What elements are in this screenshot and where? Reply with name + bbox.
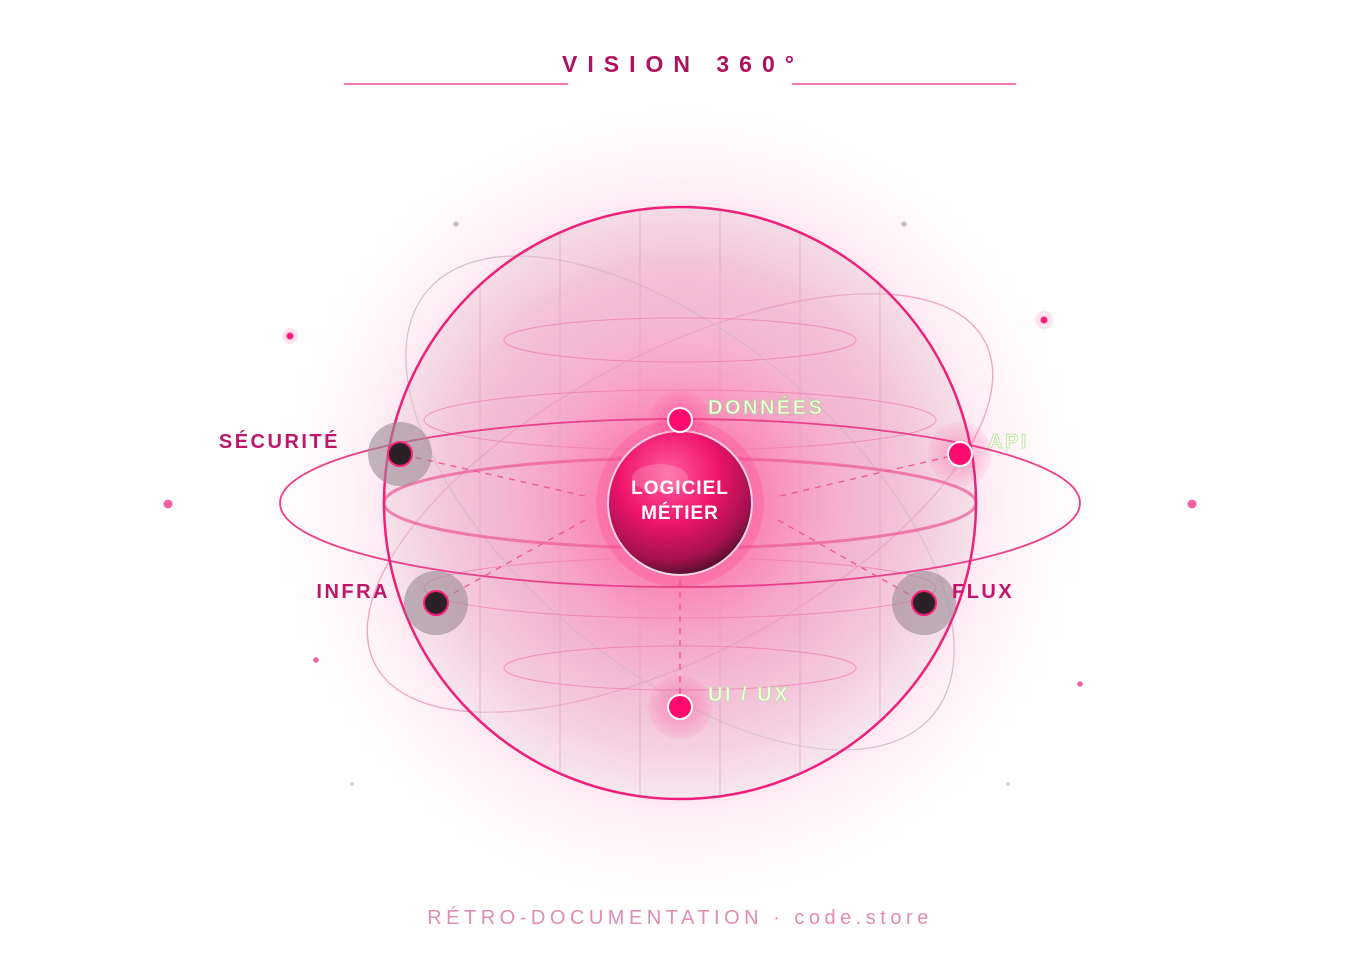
node-label-donnees: DONNÉES	[708, 396, 824, 419]
core-label-line1: LOGICIEL	[631, 478, 729, 499]
sphere-outline	[382, 205, 978, 801]
node-label-uiux: UI / UX	[708, 684, 790, 706]
node-uiux[interactable]: UI / UX	[648, 675, 790, 739]
footer-credit: RÉTRO-DOCUMENTATION · code.store	[427, 906, 933, 929]
connector-infra	[435, 519, 586, 604]
node-label-api: API	[988, 431, 1029, 453]
node-dot[interactable]	[387, 441, 413, 467]
node-dot[interactable]	[667, 694, 693, 720]
decorative-dots	[163, 221, 1197, 786]
node-donnees[interactable]: DONNÉES	[650, 390, 824, 450]
node-dot[interactable]	[911, 590, 937, 616]
node-dot[interactable]	[947, 441, 973, 467]
latitude-top	[503, 317, 857, 363]
node-api[interactable]: API	[928, 422, 1029, 486]
node-infra[interactable]: INFRA	[316, 571, 468, 635]
node-label-securite: SÉCURITÉ	[219, 430, 340, 453]
connector-flux	[777, 519, 925, 604]
node-flux[interactable]: FLUX	[892, 571, 1014, 635]
node-securite[interactable]: SÉCURITÉ	[219, 422, 432, 486]
node-label-infra: INFRA	[316, 581, 390, 603]
core-label-line2: MÉTIER	[641, 502, 719, 524]
core-highlight	[632, 464, 688, 492]
node-label-flux: FLUX	[952, 581, 1014, 603]
node-dot[interactable]	[667, 407, 693, 433]
node-dot[interactable]	[423, 590, 449, 616]
